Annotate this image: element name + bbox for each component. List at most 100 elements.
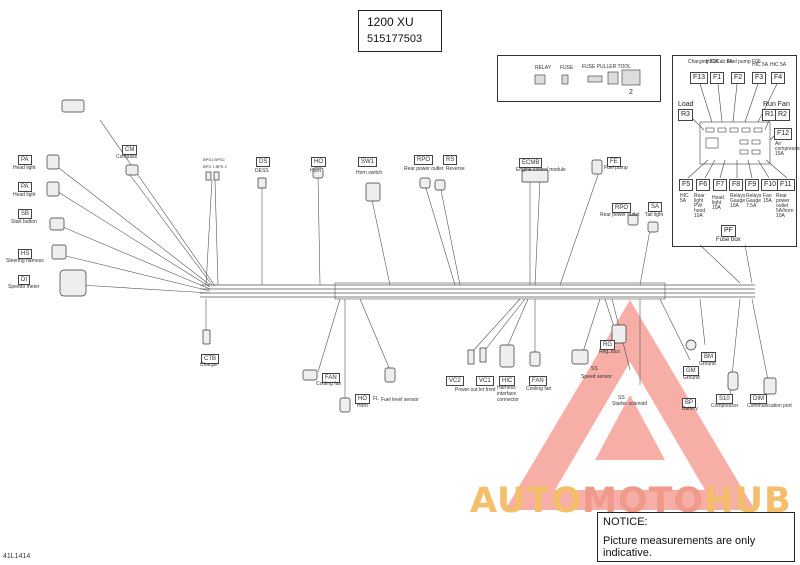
relay-r2: R2 xyxy=(775,109,790,121)
code-ss-1: SS xyxy=(591,366,598,372)
model-title-box: 1200 XU 515177503 xyxy=(358,10,442,52)
code-bp: BP xyxy=(682,398,697,408)
fuse-desc-f1: HIC/Cab 8A xyxy=(706,59,733,65)
notice-box: NOTICE: Picture measurements are only in… xyxy=(597,512,795,562)
fuse-f7: F7 xyxy=(713,179,728,191)
fuse-f1: F1 xyxy=(710,72,725,84)
fuse-desc-f6: Rear light PW hood 10A xyxy=(694,193,706,219)
label-reg-jaco: Reg.Jaco xyxy=(599,349,621,355)
relay-label: RELAY xyxy=(535,65,552,71)
fuse-box-outline xyxy=(672,55,797,247)
figure-id: 41L1414 xyxy=(3,553,31,560)
watermark-part-auto: AUTO xyxy=(470,481,583,521)
label-fuel-level-sensor: Fuel level sensor xyxy=(381,397,419,403)
label-battery: Battery xyxy=(682,406,698,412)
code-pa-1: PA xyxy=(18,155,32,165)
label-communication-port: Communication port xyxy=(747,403,792,409)
label-steering-harness: Steering harness xyxy=(6,258,44,264)
label-dess: DESS xyxy=(255,168,269,174)
code-sb: SB xyxy=(18,209,33,219)
fuse-desc-f3: HIC 5A xyxy=(752,62,769,68)
label-starter-solenoid: Starter solenoid xyxy=(612,401,648,407)
code-di: DI xyxy=(18,275,30,285)
fuse-f11: F11 xyxy=(777,179,795,191)
fuse-desc-f2: Fuel pump F06 xyxy=(727,59,761,65)
code-rpo-1: RPO xyxy=(414,155,434,165)
relay-r3: R3 xyxy=(678,109,693,121)
code-vc2: VC2 xyxy=(446,376,464,386)
label-speedo-meter: Speedo meter xyxy=(8,284,40,290)
label-ground-1: Ground xyxy=(699,361,716,367)
fuse-f13: F13 xyxy=(690,72,709,84)
code-fan-1: FAN xyxy=(322,373,340,383)
fuse-f6: F6 xyxy=(696,179,711,191)
label-rear-power-outlet-2: Rear power outlet xyxy=(600,212,640,218)
code-fe: FE xyxy=(607,157,621,167)
part-number: 515177503 xyxy=(367,33,423,45)
label-harness-interface-connector: Harness interface connector xyxy=(497,385,519,403)
fuse-desc-f10: Fan 15A xyxy=(763,193,772,204)
fuse-box-body xyxy=(687,83,788,179)
connector-shapes xyxy=(46,99,777,413)
code-rg: RG xyxy=(600,340,615,350)
code-gm: GM xyxy=(683,366,699,376)
label-compass: Compass xyxy=(116,154,138,160)
code-ho-2: HO xyxy=(355,394,370,404)
label-horn: Horn xyxy=(310,168,321,174)
notice-heading: NOTICE: xyxy=(603,516,648,528)
label-start-button: Start button xyxy=(11,219,37,225)
code-sw1: SW1 xyxy=(358,157,378,167)
label-speed-sensor: Speed sensor xyxy=(581,374,612,380)
fuse-box-code: PF xyxy=(721,225,736,237)
model-name: 1200 XU xyxy=(367,15,414,29)
label-compressor: Compressor xyxy=(711,403,739,409)
fuse-box-label: Fuse box xyxy=(716,237,741,243)
code-dim: DIM xyxy=(750,394,767,404)
code-vc1: VC1 xyxy=(476,376,494,386)
label-fuel-pump: Fuel pump xyxy=(604,165,628,171)
label-horn-2: Horn xyxy=(357,403,368,409)
label-reverse: Reverse xyxy=(446,166,465,172)
fuse-f10: F10 xyxy=(761,179,780,191)
fuse-f2: F2 xyxy=(731,72,746,84)
relay-panel-number: 2 xyxy=(629,89,633,96)
code-ho: HO xyxy=(311,157,326,167)
fuse-f5: F5 xyxy=(679,179,694,191)
fuse-f8: F8 xyxy=(729,179,744,191)
fuse-desc-f11: Rear power outlet 5A/horn 10A xyxy=(776,193,794,219)
code-sa: SA xyxy=(648,202,663,212)
watermark-triangle-icon xyxy=(505,300,755,510)
relay-panel-icons xyxy=(534,69,641,86)
fuse-f12: F12 xyxy=(774,128,793,140)
code-s10: S10 xyxy=(716,394,733,404)
fuse-f9: F9 xyxy=(745,179,760,191)
code-hs: HS xyxy=(18,249,33,259)
relay-r1: R1 xyxy=(762,109,777,121)
code-hic: HIC xyxy=(499,376,516,386)
label-rear-power-outlet-1: Rear power outlet xyxy=(404,166,444,172)
code-ds: DS xyxy=(256,157,271,167)
code-bm: BM xyxy=(701,352,716,362)
label-horn-switch: Horn switch xyxy=(356,170,383,176)
code-fan-2: FAN xyxy=(529,376,547,386)
code-fl: FL xyxy=(373,396,379,402)
fuse-label: FUSE xyxy=(560,65,574,71)
label-head-light-2: Head light xyxy=(13,192,36,198)
code-rs: RS xyxy=(443,155,458,165)
fuse-desc-f9: Relays Gauge 7.5A xyxy=(746,193,762,209)
main-harness-trunk xyxy=(200,282,755,300)
label-engine-control-module: Engine control module xyxy=(516,167,566,173)
fuse-desc-f7: Head light 10A xyxy=(712,195,724,211)
label-head-light-1: Head light xyxy=(13,165,36,171)
label-bps: BPS 1 BPS 2 xyxy=(203,164,227,169)
fuse-desc-f4: HIC 5A xyxy=(770,62,787,68)
code-pa-2: PA xyxy=(18,182,32,192)
code-bps: BPS1 BPS2 xyxy=(203,157,225,162)
code-ctb: CTB xyxy=(201,354,219,364)
fuse-desc-f8: Relays Gauge 10A xyxy=(730,193,746,209)
label-charger: Charger xyxy=(200,362,219,368)
label-tail-light: Tail light xyxy=(645,212,664,218)
relay-panel: RELAY FUSE FUSE PULLER TOOL 2 xyxy=(497,55,661,102)
